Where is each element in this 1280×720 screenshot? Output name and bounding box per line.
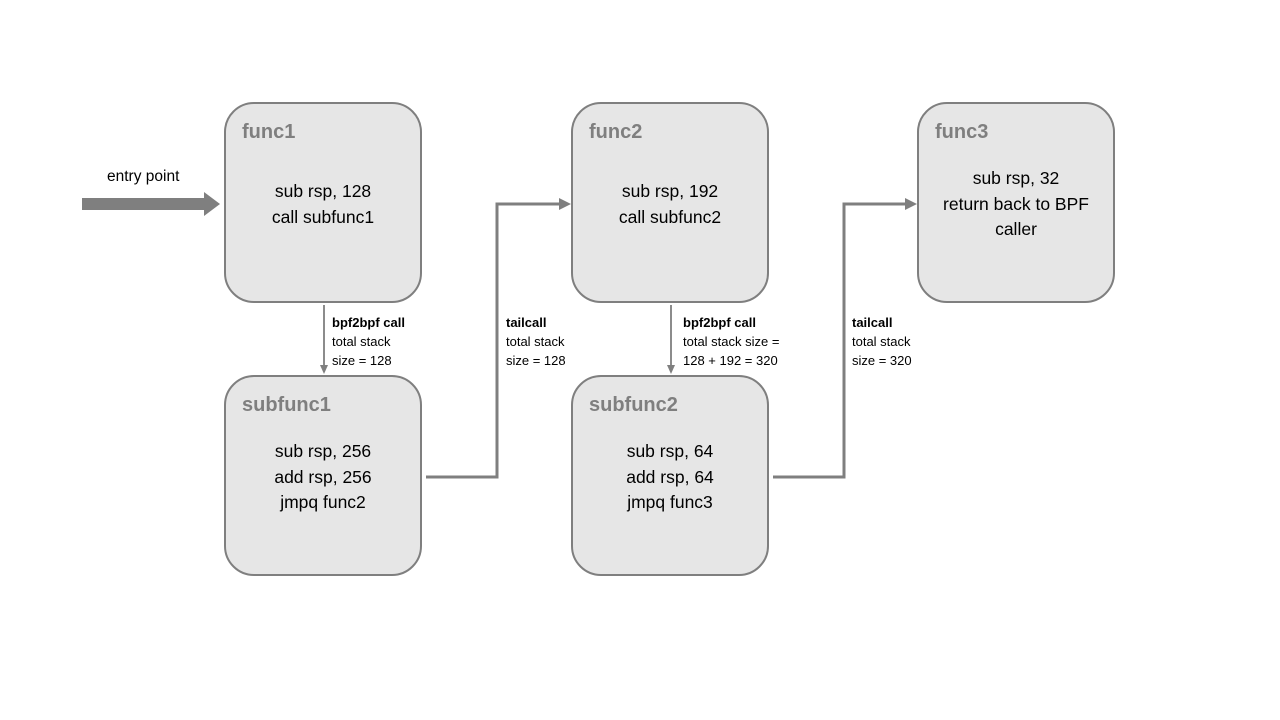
node-subfunc1-title: subfunc1	[242, 394, 331, 416]
node-func2-body: sub rsp, 192 call subfunc2	[573, 179, 767, 230]
edge-detail: size = 320	[852, 353, 912, 368]
node-func1-line: call subfunc1	[271, 206, 375, 227]
connector-func1-subfunc1	[320, 305, 328, 374]
edge-kind: bpf2bpf call	[332, 315, 405, 330]
node-func1: func1 sub rsp, 128 call subfunc1	[224, 102, 422, 303]
node-subfunc1-line: add rsp, 256	[274, 466, 372, 487]
entry-point-label: entry point	[107, 168, 180, 185]
node-subfunc2-body: sub rsp, 64 add rsp, 64 jmpq func3	[573, 439, 767, 516]
edge-label-func2-subfunc2: bpf2bpf call total stack size = 128 + 19…	[683, 313, 779, 370]
edge-detail: total stack	[852, 334, 911, 349]
edge-label-func1-subfunc1: bpf2bpf call total stack size = 128	[332, 313, 405, 370]
node-subfunc1: subfunc1 sub rsp, 256 add rsp, 256 jmpq …	[224, 375, 422, 576]
node-func1-title: func1	[242, 121, 296, 143]
node-func3-line: sub rsp, 32	[972, 168, 1060, 188]
connector-subfunc2-func3	[773, 198, 917, 479]
edge-detail: total stack	[332, 334, 391, 349]
node-subfunc2-line: add rsp, 64	[626, 466, 714, 487]
edge-label-subfunc2-func3: tailcall total stack size = 320	[852, 313, 912, 370]
node-func2: func2 sub rsp, 192 call subfunc2	[571, 102, 769, 303]
edge-detail: 128 + 192 = 320	[683, 353, 778, 368]
node-func1-line: sub rsp, 128	[274, 181, 372, 201]
edge-label-subfunc1-func2: tailcall total stack size = 128	[506, 313, 566, 370]
node-func3-body: sub rsp, 32 return back to BPF caller	[919, 166, 1113, 243]
node-func3-title: func3	[935, 121, 989, 143]
connector-func2-subfunc2	[667, 305, 675, 374]
node-subfunc1-line: jmpq func2	[280, 492, 366, 512]
node-func2-title: func2	[589, 121, 643, 143]
node-subfunc2: subfunc2 sub rsp, 64 add rsp, 64 jmpq fu…	[571, 375, 769, 576]
edge-kind: bpf2bpf call	[683, 315, 756, 330]
node-func2-line: sub rsp, 192	[621, 181, 719, 201]
node-func3-line: caller	[995, 219, 1037, 239]
connector-subfunc1-func2	[426, 198, 571, 479]
node-subfunc1-body: sub rsp, 256 add rsp, 256 jmpq func2	[226, 439, 420, 516]
node-subfunc1-line: sub rsp, 256	[274, 441, 372, 461]
edge-kind: tailcall	[506, 315, 547, 330]
edge-detail: total stack size =	[683, 334, 780, 349]
edge-kind: tailcall	[852, 315, 893, 330]
node-subfunc2-line: sub rsp, 64	[626, 441, 714, 461]
edge-detail: size = 128	[506, 353, 566, 368]
node-subfunc2-title: subfunc2	[589, 394, 678, 416]
edge-detail: total stack	[506, 334, 565, 349]
node-func2-line: call subfunc2	[618, 206, 722, 227]
edge-detail: size = 128	[332, 353, 392, 368]
node-func3: func3 sub rsp, 32 return back to BPF cal…	[917, 102, 1115, 303]
node-func3-line: return back to BPF	[943, 193, 1089, 214]
node-func1-body: sub rsp, 128 call subfunc1	[226, 179, 420, 230]
node-subfunc2-line: jmpq func3	[627, 492, 713, 512]
entry-arrow	[82, 192, 220, 216]
